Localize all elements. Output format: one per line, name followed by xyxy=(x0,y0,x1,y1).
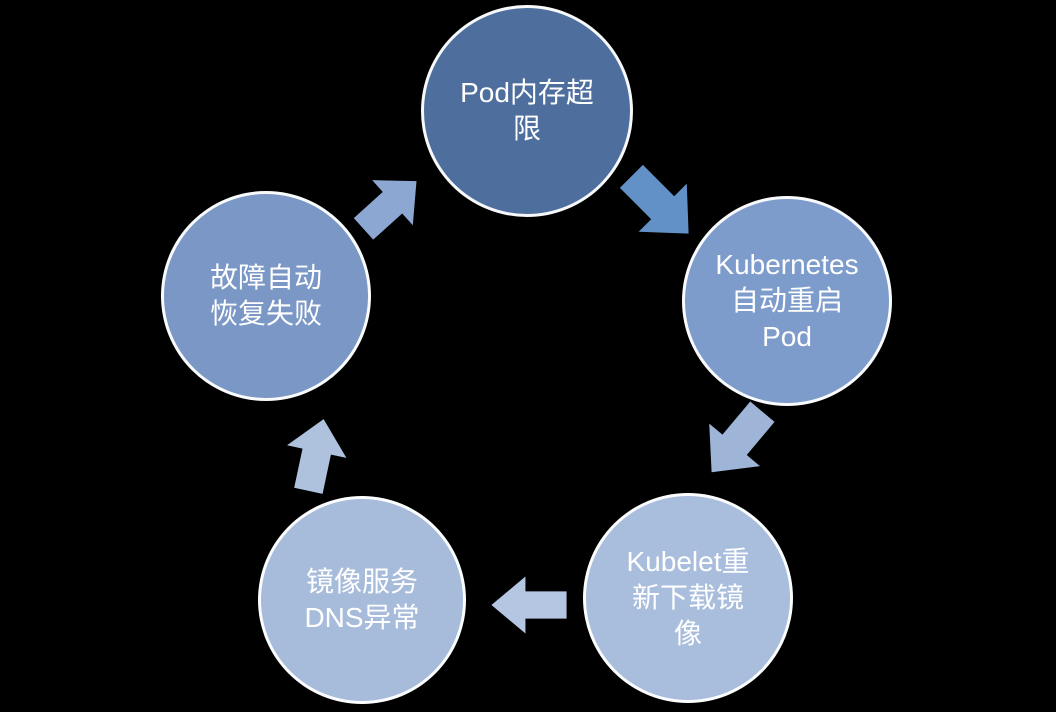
label-line: Pod内存超 xyxy=(460,77,594,108)
label-line: DNS异常 xyxy=(304,602,420,633)
arrow-right-to-bottom-right-icon xyxy=(683,387,791,496)
label-line: 恢复失败 xyxy=(209,298,322,329)
label-line: 限 xyxy=(512,113,541,144)
node-auto-recovery-failed-label: 故障自动 恢复失败 xyxy=(210,260,322,332)
label-line: 像 xyxy=(673,618,702,649)
node-image-service-dns-error-label: 镜像服务 DNS异常 xyxy=(304,564,419,636)
arrow-bottom-right-to-bottom-left-icon xyxy=(490,574,568,636)
node-pod-memory-limit-label: Pod内存超 限 xyxy=(460,75,594,147)
label-line: 新下载镜 xyxy=(631,582,744,613)
arrow-top-to-right-icon xyxy=(604,149,716,261)
label-line: 故障自动 xyxy=(209,262,322,293)
label-line: 自动重启 xyxy=(730,285,843,316)
node-k8s-restart-pod: Kubernetes 自动重启 Pod xyxy=(682,196,892,406)
label-line: Pod xyxy=(762,321,812,352)
node-kubelet-repull-image: Kubelet重 新下载镜 像 xyxy=(583,493,793,703)
arrow-bottom-left-to-left-icon xyxy=(276,411,356,499)
node-pod-memory-limit: Pod内存超 限 xyxy=(421,5,633,217)
label-line: Kubernetes xyxy=(715,249,859,280)
node-image-service-dns-error: 镜像服务 DNS异常 xyxy=(258,496,466,704)
label-line: Kubelet重 xyxy=(626,546,750,577)
node-auto-recovery-failed: 故障自动 恢复失败 xyxy=(161,191,371,401)
arrow-left-to-top-icon xyxy=(340,156,439,255)
label-line: 镜像服务 xyxy=(305,566,418,597)
node-k8s-restart-pod-label: Kubernetes 自动重启 Pod xyxy=(715,247,858,355)
node-kubelet-repull-image-label: Kubelet重 新下载镜 像 xyxy=(627,544,750,652)
